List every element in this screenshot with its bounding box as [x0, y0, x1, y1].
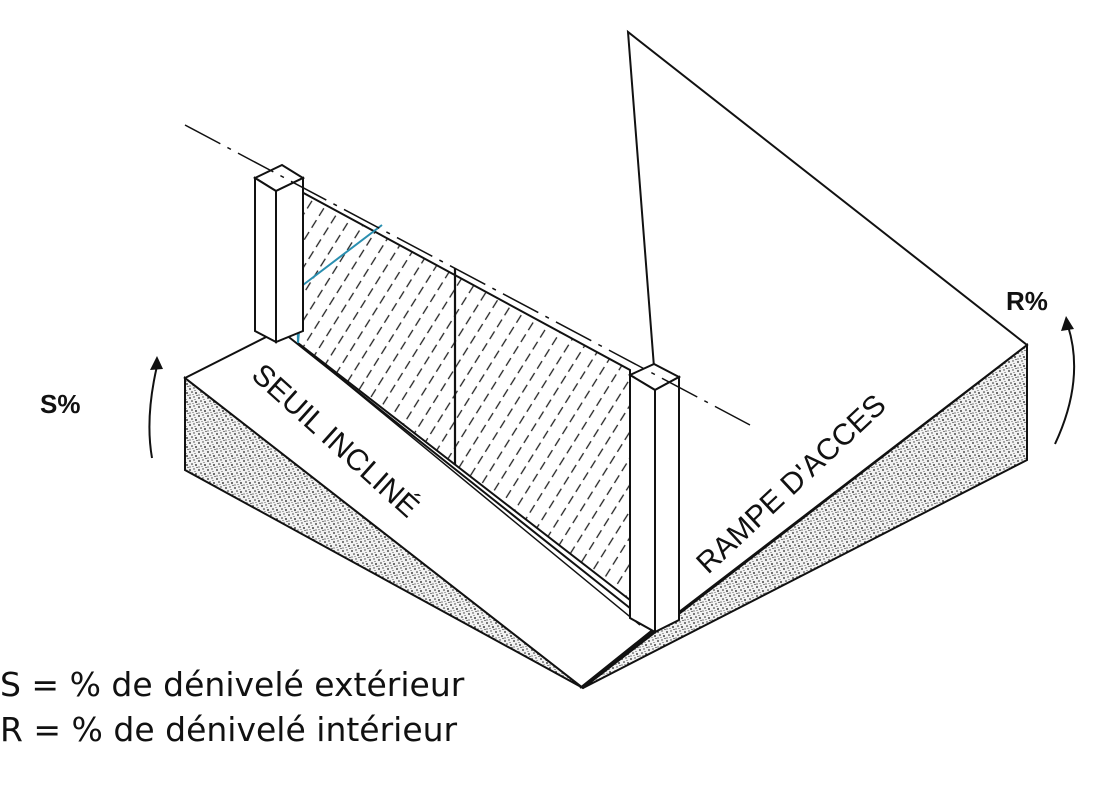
legend-line-s: S = % de dénivelé extérieur — [0, 665, 465, 704]
ramp-surface — [579, 29, 1029, 689]
s-slope-arrow — [148, 365, 158, 459]
axis-line — [184, 124, 751, 426]
r-slope-arrow — [1054, 325, 1076, 445]
left-post-front — [254, 176, 277, 344]
threshold-edge — [299, 344, 641, 626]
r-percent-label: R% — [1006, 286, 1048, 316]
s-percent-label: S% — [40, 389, 80, 419]
r-slope-arrowhead — [1061, 316, 1074, 331]
right-post-side — [654, 375, 680, 634]
s-slope-arrowhead — [150, 356, 163, 370]
left-post-side — [275, 176, 304, 344]
legend-line-r: R = % de dénivelé intérieur — [0, 710, 458, 749]
right-post-front — [629, 373, 656, 634]
